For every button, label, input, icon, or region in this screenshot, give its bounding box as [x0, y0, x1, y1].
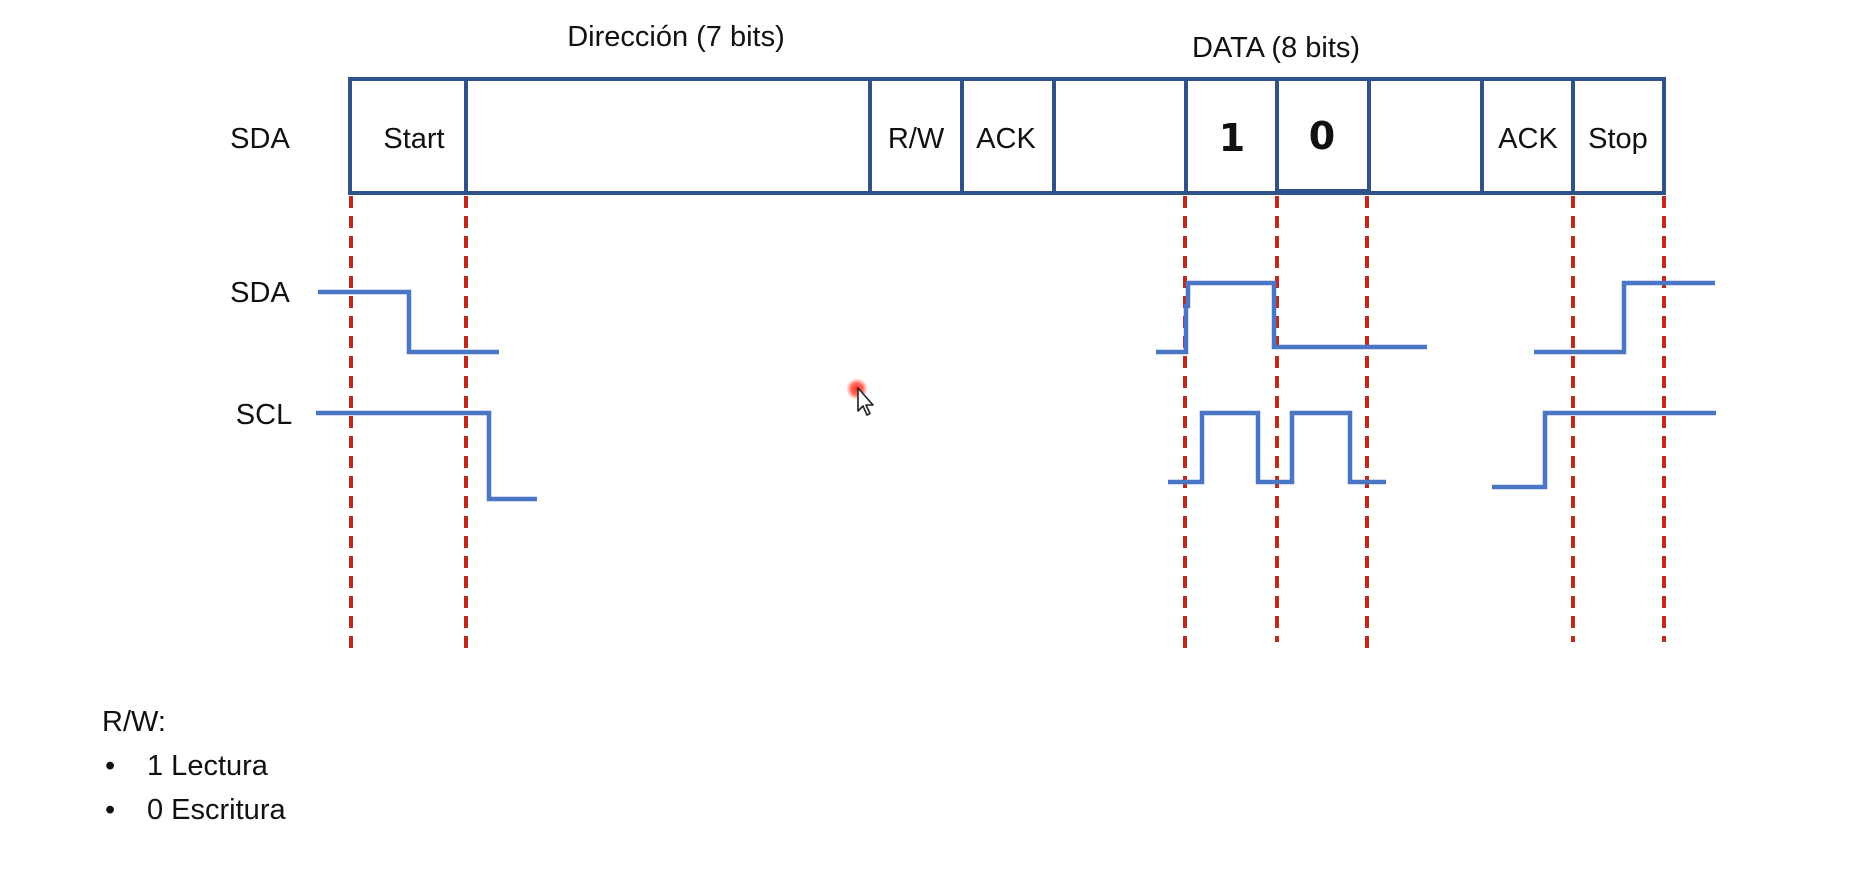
timing-guides — [349, 196, 1666, 648]
rw-note-write: • 0 Escritura — [102, 788, 286, 832]
rw-note-write-text: 0 Escritura — [147, 794, 286, 826]
rw-notes-list: • 1 Lectura • 0 Escritura — [102, 744, 286, 832]
rw-notes: R/W: • 1 Lectura • 0 Escritura — [102, 700, 286, 832]
scl-stop-condition — [1492, 410, 1716, 490]
scl-wave-label: SCL — [236, 399, 292, 431]
bit-1-cell: 1 — [1219, 116, 1245, 160]
rw-note-read: • 1 Lectura — [102, 744, 286, 788]
data-header: DATA (8 bits) — [1192, 32, 1360, 64]
sda-frame-label: SDA — [230, 123, 290, 155]
bullet-icon: • — [105, 794, 116, 826]
sda-frame: Start R/W ACK 1 0 ACK Stop — [348, 77, 1666, 195]
sda-waveform — [318, 280, 1715, 355]
sda-data-bits — [1156, 280, 1427, 355]
stop-cell: Stop — [1588, 123, 1648, 155]
mouse-pointer-icon — [846, 378, 874, 416]
bullet-icon: • — [105, 750, 116, 782]
ack-cell-address: ACK — [976, 123, 1036, 155]
start-cell: Start — [383, 123, 444, 155]
scl-waveform — [316, 410, 1716, 502]
sda-stop-condition — [1534, 280, 1715, 355]
sda-start-condition — [318, 289, 499, 355]
scl-start-condition — [316, 410, 537, 502]
sda-wave-label: SDA — [230, 277, 290, 309]
rw-notes-title: R/W: — [102, 706, 166, 738]
rw-note-read-text: 1 Lectura — [147, 750, 268, 782]
frame-border — [348, 77, 1666, 195]
scl-clock-pulses — [1168, 410, 1386, 485]
address-header: Dirección (7 bits) — [567, 21, 785, 53]
bit-0-cell: 0 — [1309, 114, 1335, 158]
ack-cell-data: ACK — [1498, 123, 1558, 155]
rw-cell: R/W — [888, 123, 945, 155]
